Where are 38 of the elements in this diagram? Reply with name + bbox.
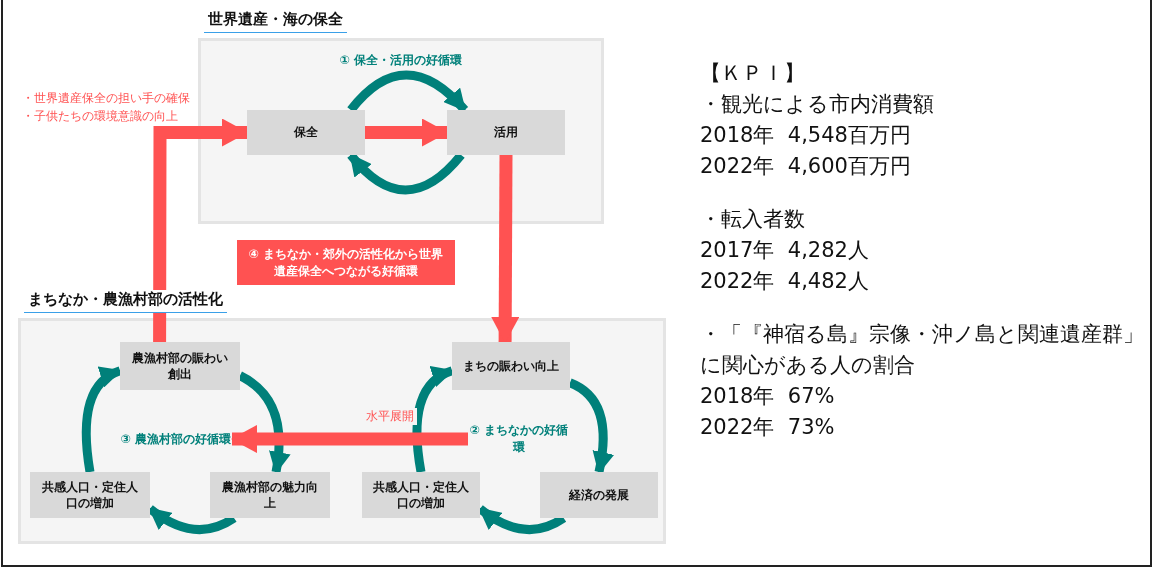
note-text: ・世界遺産保全の担い手の確保 xyxy=(22,90,190,107)
section-heading: まちなか・農漁村部の活性化 xyxy=(24,290,227,313)
kpi-text: ・観光による市内消費額 xyxy=(700,91,935,118)
kpi-text: 2018年 4,548百万円 xyxy=(700,122,912,149)
kpi-text: 2017年 4,282人 xyxy=(700,237,870,264)
note-text: ・子供たちの環境意識の向上 xyxy=(22,108,178,125)
process-box: 活用 xyxy=(447,110,565,155)
kpi-text: 2022年 73% xyxy=(700,414,836,441)
section-panel xyxy=(18,288,666,544)
cycle-title: ① 保全・活用の好循環 xyxy=(338,52,464,69)
kpi-text: ・転入者数 xyxy=(700,206,806,233)
arrow xyxy=(147,505,237,534)
arrow xyxy=(81,366,122,473)
cycle-label: ③ 農漁村部の好循環 xyxy=(120,420,232,458)
process-box: まちの賑わい向上 xyxy=(452,342,570,390)
section-heading: 世界遺産・海の保全 xyxy=(204,10,347,33)
arrow xyxy=(477,505,566,534)
process-box: 共感人口・定住人口の増加 xyxy=(30,472,150,518)
edge-label: 水平展開 xyxy=(363,408,417,425)
arrow xyxy=(347,152,465,195)
cycle-label: ② まちなかの好循環 xyxy=(468,420,570,458)
process-box: 農漁村部の賑わい創出 xyxy=(120,342,240,390)
process-box: 保全 xyxy=(247,110,365,155)
section-panel xyxy=(198,8,604,224)
kpi-text: 2022年 4,600百万円 xyxy=(700,153,912,180)
arrow xyxy=(231,425,468,453)
kpi-text: 2018年 67% xyxy=(700,383,836,410)
kpi-text: 2022年 4,482人 xyxy=(700,268,870,295)
arrow xyxy=(237,371,291,474)
arrow xyxy=(153,118,248,343)
arrow xyxy=(365,118,448,147)
kpi-text: 【ＫＰＩ】 xyxy=(700,60,806,87)
process-box: 経済の発展 xyxy=(540,472,658,518)
highlight-box: ④ まちなか・郊外の活性化から世界遺産保全へつながる好循環 xyxy=(237,240,455,285)
kpi-text: ・「『神宿る島』宗像・沖ノ島と関連遺産群」に関心がある人の割合 xyxy=(700,321,1145,379)
process-box: 農漁村部の魅力向上 xyxy=(210,472,330,518)
process-box: 共感人口・定住人口の増加 xyxy=(362,472,480,518)
arrow xyxy=(491,154,520,343)
